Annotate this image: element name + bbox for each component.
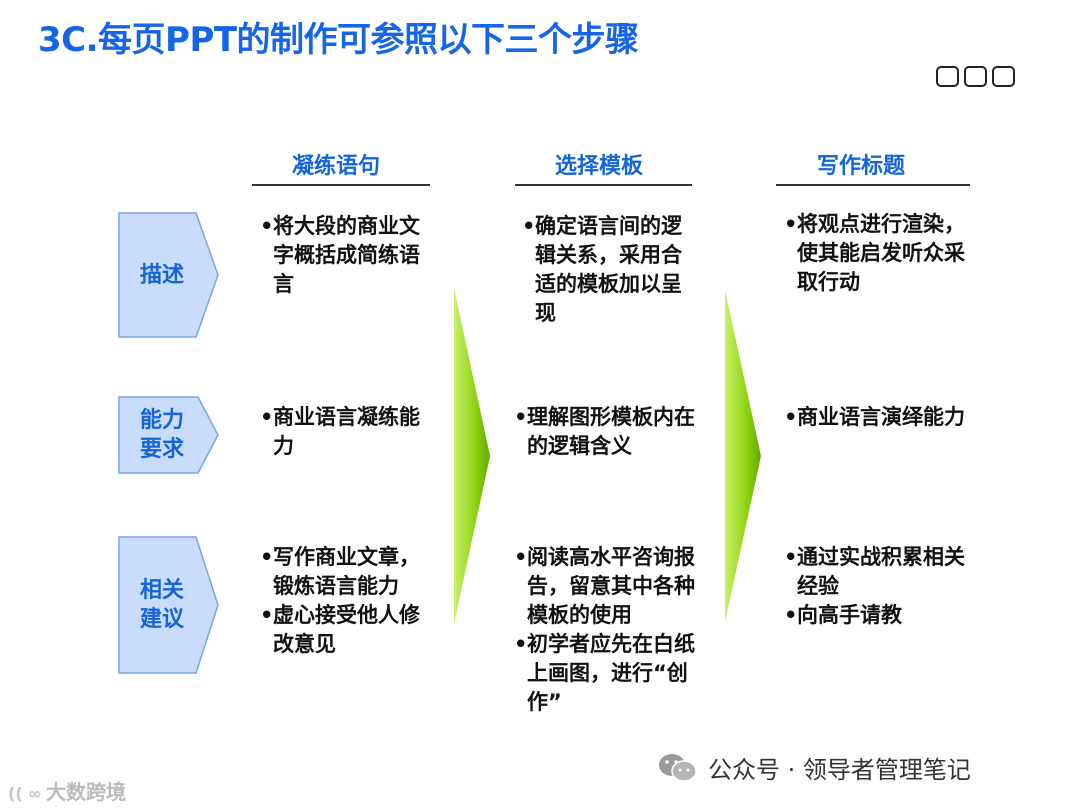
wechat-icon bbox=[659, 754, 697, 782]
bullet-text: 确定语言间的逻辑关系，采用合适的模板加以呈现 bbox=[535, 214, 682, 325]
window-control-boxes bbox=[936, 66, 1015, 87]
pentagon-arrow-icon bbox=[118, 396, 219, 474]
bullet-icon: • bbox=[784, 212, 798, 236]
cell-advice-template: •阅读高水平咨询报告，留意其中各种模板的使用 •初学者应先在白纸上画图，进行“创… bbox=[514, 543, 700, 717]
bullet-text: 初学者应先在白纸上画图，进行“创作” bbox=[527, 632, 695, 714]
bullet-text: 虚心接受他人修改意见 bbox=[273, 603, 420, 656]
bullet-icon: • bbox=[260, 545, 274, 569]
column-underline bbox=[515, 184, 692, 186]
footer-account: 公众号 · 领导者管理笔记 bbox=[708, 756, 971, 784]
cell-advice-title: •通过实战积累相关经验 •向高手请教 bbox=[784, 543, 970, 630]
bullet-icon: • bbox=[260, 214, 274, 238]
cell-ability-title: •商业语言演绎能力 bbox=[784, 403, 970, 432]
cell-ability-template: •理解图形模板内在的逻辑含义 bbox=[514, 403, 700, 461]
column-header-condense: 凝练语句 bbox=[291, 154, 380, 179]
watermark-text: 大数跨境 bbox=[46, 780, 126, 804]
bullet-icon: • bbox=[784, 405, 798, 429]
green-chevron-arrow-icon bbox=[454, 288, 490, 624]
cell-advice-condense: •写作商业文章，锻炼语言能力 •虚心接受他人修改意见 bbox=[260, 543, 436, 659]
column-underline bbox=[776, 184, 970, 186]
bullet-text: 理解图形模板内在的逻辑含义 bbox=[527, 405, 695, 458]
bullet-icon: • bbox=[260, 603, 274, 627]
bullet-icon: • bbox=[784, 603, 798, 627]
bullet-text: 通过实战积累相关经验 bbox=[797, 545, 965, 598]
row-label-describe: 描述 bbox=[118, 212, 220, 338]
cell-describe-condense: •将大段的商业文字概括成简练语言 bbox=[260, 212, 432, 299]
square-icon bbox=[936, 66, 959, 87]
row-label-text: 建议 bbox=[139, 607, 184, 632]
bullet-icon: • bbox=[514, 632, 528, 656]
row-label-ability: 能力 要求 bbox=[118, 396, 220, 474]
bullet-icon: • bbox=[522, 214, 536, 238]
row-label-text: 要求 bbox=[139, 437, 184, 462]
bullet-icon: • bbox=[514, 545, 528, 569]
cell-describe-template: •确定语言间的逻辑关系，采用合适的模板加以呈现 bbox=[522, 212, 692, 328]
square-icon bbox=[992, 66, 1015, 87]
square-icon bbox=[964, 66, 987, 87]
row-label-text: 相关 bbox=[139, 578, 184, 603]
row-label-advice: 相关 建议 bbox=[118, 536, 220, 674]
column-header-template: 选择模板 bbox=[554, 154, 643, 179]
bullet-text: 将观点进行渲染，使其能启发听众采取行动 bbox=[797, 212, 965, 294]
cell-ability-condense: •商业语言凝练能力 bbox=[260, 403, 432, 461]
bullet-text: 写作商业文章，锻炼语言能力 bbox=[273, 545, 420, 598]
pentagon-arrow-icon bbox=[118, 536, 219, 674]
bullet-text: 阅读高水平咨询报告，留意其中各种模板的使用 bbox=[527, 545, 695, 627]
watermark-logo-icon: (( ∞ bbox=[8, 784, 42, 803]
row-label-text: 描述 bbox=[139, 262, 184, 288]
row-label-text: 能力 bbox=[139, 408, 184, 433]
bullet-text: 将大段的商业文字概括成简练语言 bbox=[273, 214, 420, 296]
bullet-text: 商业语言凝练能力 bbox=[273, 405, 420, 458]
column-header-title-writing: 写作标题 bbox=[816, 154, 905, 179]
bullet-text: 商业语言演绎能力 bbox=[797, 405, 965, 429]
green-chevron-arrow-icon bbox=[725, 290, 761, 622]
column-underline bbox=[252, 184, 430, 186]
bullet-icon: • bbox=[260, 405, 274, 429]
watermark: (( ∞大数跨境 bbox=[8, 776, 126, 805]
cell-describe-title: •将观点进行渲染，使其能启发听众采取行动 bbox=[784, 210, 974, 297]
pentagon-arrow-icon bbox=[118, 212, 219, 338]
page-title: 3C.每页PPT的制作可参照以下三个步骤 bbox=[38, 20, 639, 60]
bullet-icon: • bbox=[514, 405, 528, 429]
bullet-icon: • bbox=[784, 545, 798, 569]
bullet-text: 向高手请教 bbox=[797, 603, 902, 627]
